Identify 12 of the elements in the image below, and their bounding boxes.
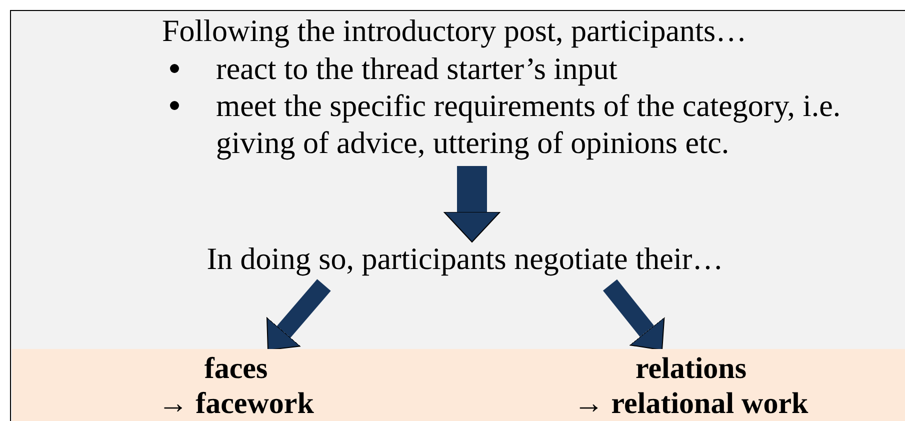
band-background xyxy=(12,349,905,421)
bullet-text: meet the specific requirements of the category, i.e. giving of advice, uttering of opinions etc. xyxy=(216,88,841,160)
result-label: → facework xyxy=(157,386,315,421)
arrow xyxy=(602,279,665,350)
statement-text: In doing so, participants negotiate their… xyxy=(206,241,724,276)
arrow xyxy=(444,166,500,242)
concept-label: faces xyxy=(203,351,269,386)
result-label: → relational work xyxy=(572,386,810,421)
arrow xyxy=(266,279,331,350)
intro-text: Following the introductory post, participants… xyxy=(162,12,748,50)
concept-label: relations xyxy=(634,351,748,386)
bullet-text: react to the thread starter’s input xyxy=(216,51,618,86)
